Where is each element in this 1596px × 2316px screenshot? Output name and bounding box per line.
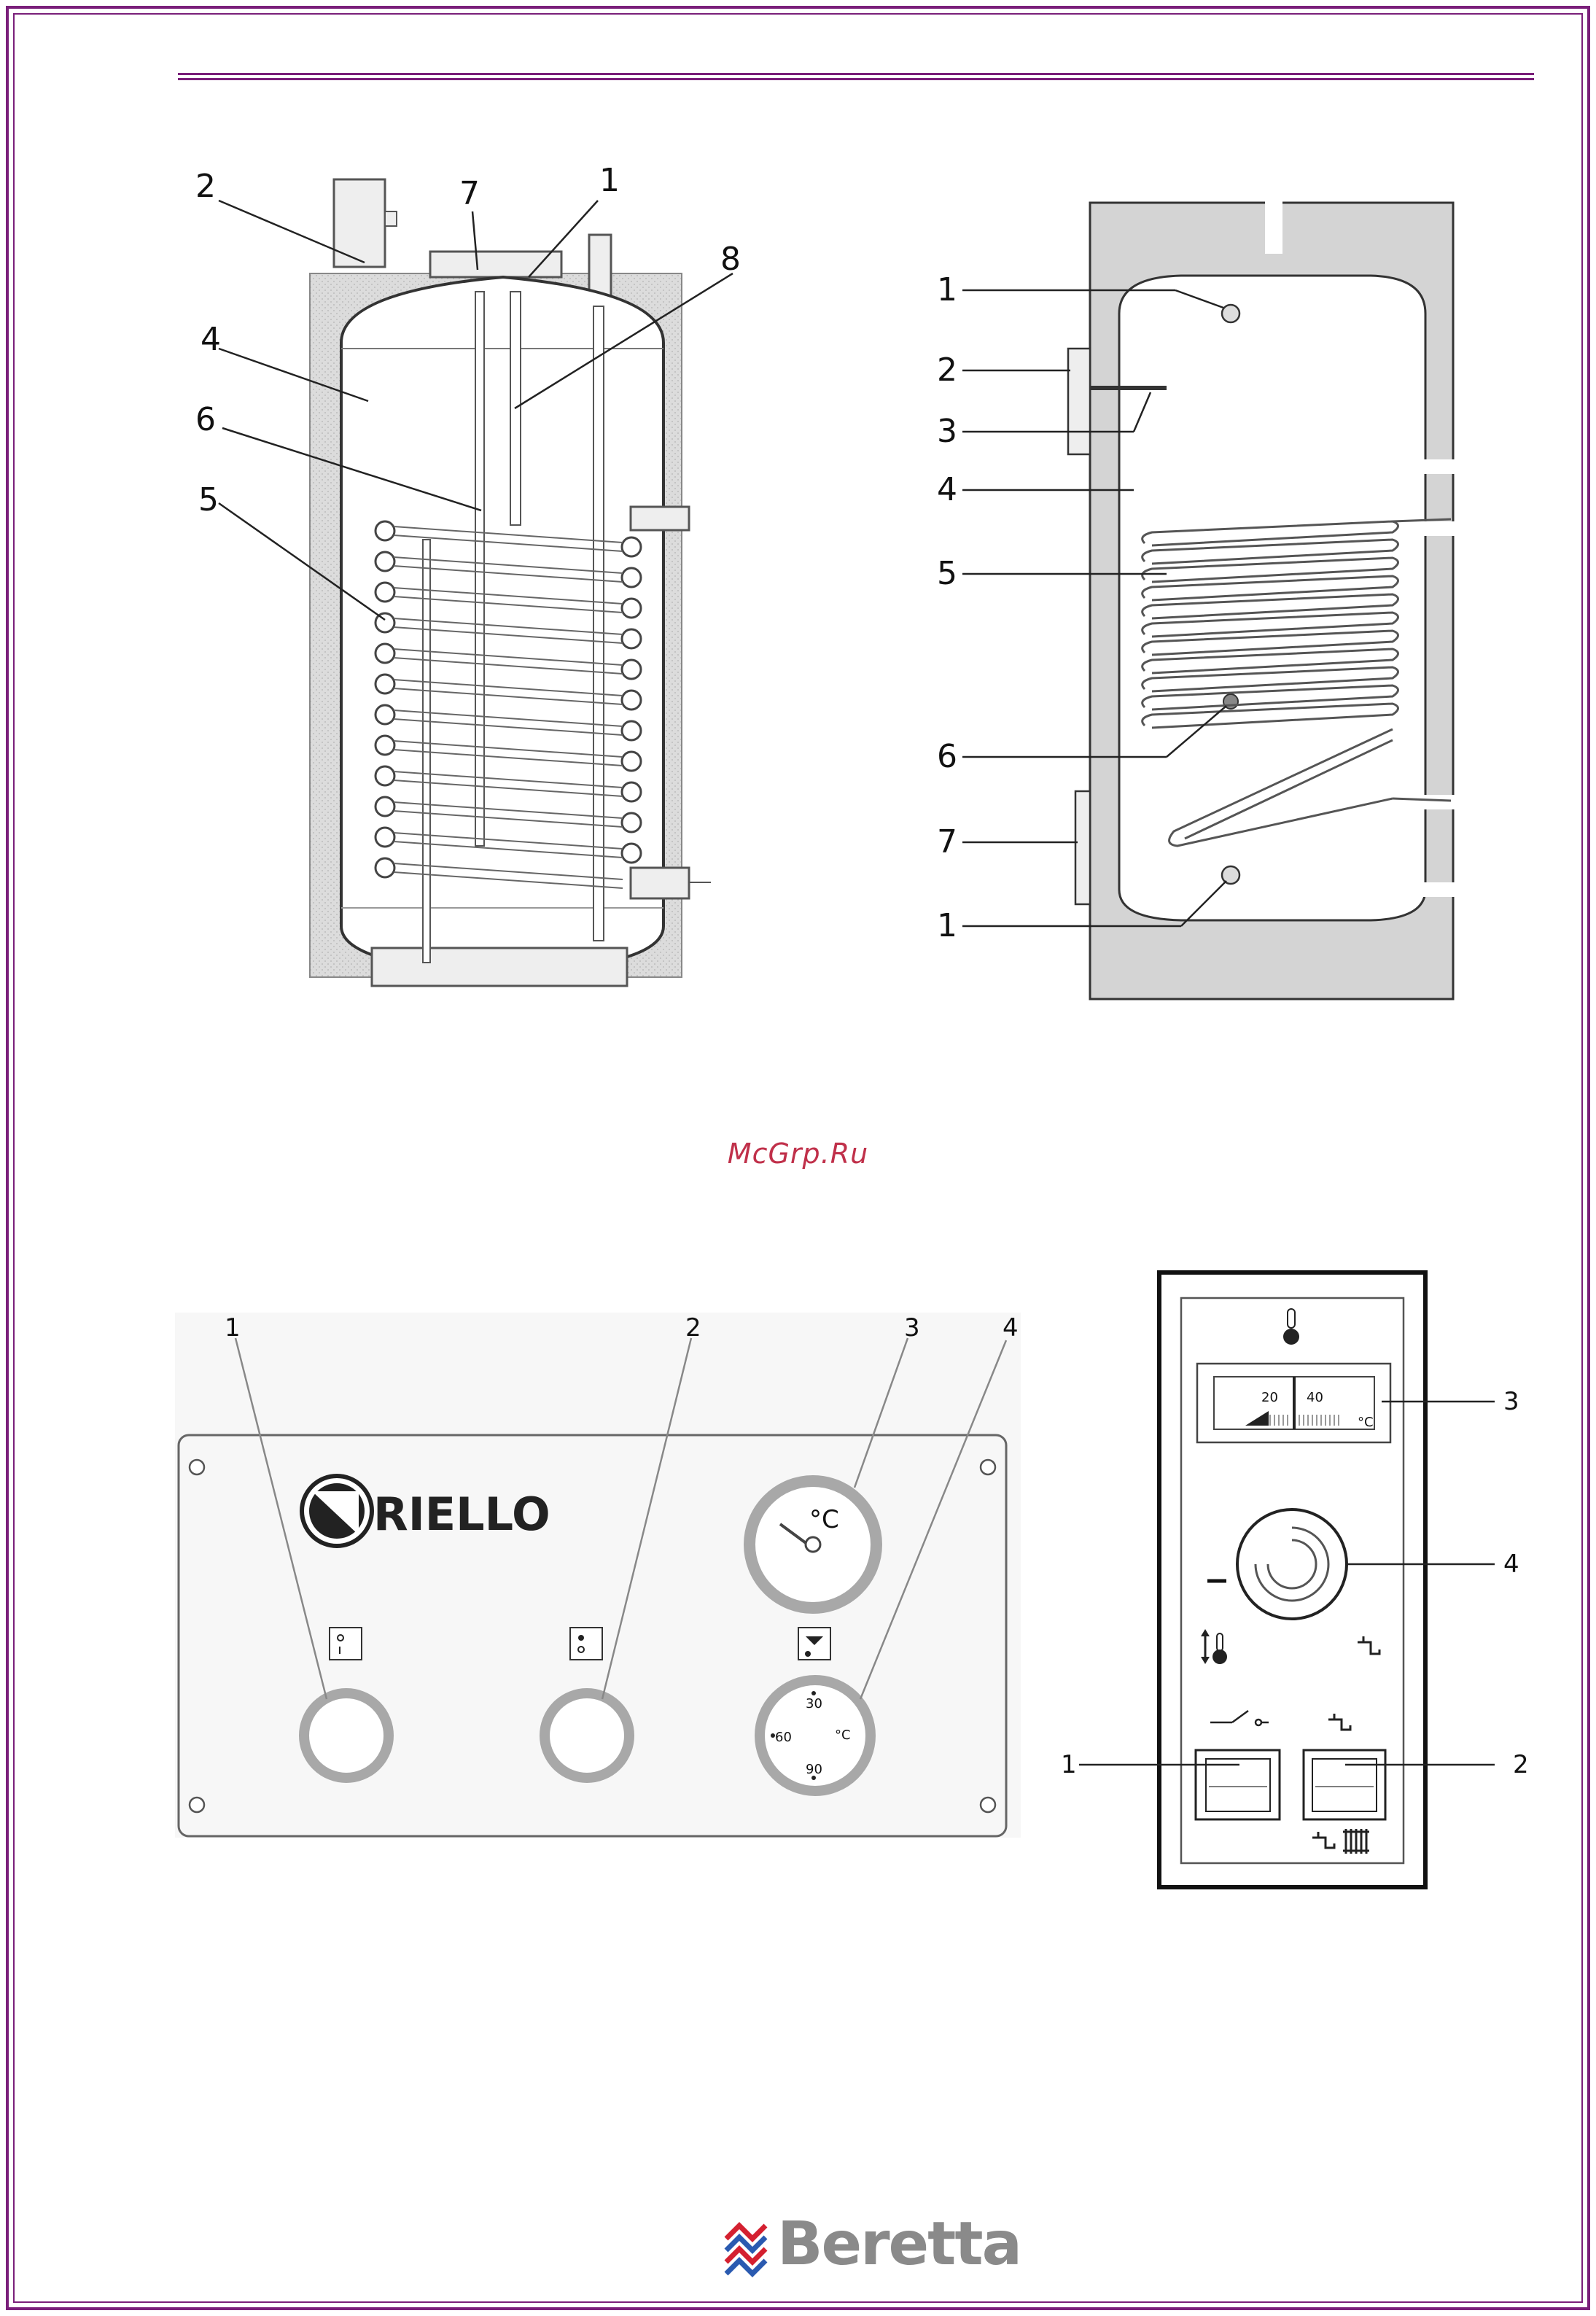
thermo-tick-20: 20 — [1261, 1390, 1278, 1405]
fig2-label-7: 7 — [937, 823, 957, 860]
fig2-label-1-top: 1 — [937, 271, 957, 308]
fig2-label-5: 5 — [937, 555, 957, 592]
fig2-label-1-bottom: 1 — [937, 907, 957, 944]
dial-unit: °C — [835, 1728, 851, 1743]
gauge-unit: °C — [809, 1505, 839, 1534]
fig1-label-8: 8 — [720, 241, 741, 278]
beretta-logo-text: Beretta — [777, 2210, 1021, 2279]
fig1-label-4: 4 — [201, 321, 221, 358]
thermo-tick-40: 40 — [1307, 1390, 1323, 1405]
fig3-label-1: 1 — [225, 1313, 241, 1342]
fig1-label-6: 6 — [195, 401, 216, 438]
fig2-label-3: 3 — [937, 413, 957, 450]
tank-cutaway-figure: 2 4 6 5 7 1 8 — [195, 162, 741, 986]
fig3-label-4: 4 — [1003, 1313, 1019, 1342]
fig2-label-4: 4 — [937, 471, 957, 508]
fig2-label-2: 2 — [937, 351, 957, 389]
riello-control-panel-figure: RIELLO °C 30 60 90 °C — [175, 1313, 1021, 1838]
fig4-label-4: 4 — [1503, 1550, 1519, 1579]
fig1-label-1: 1 — [599, 162, 620, 199]
fig3-label-3: 3 — [904, 1313, 920, 1342]
dial-mark-30: 30 — [806, 1696, 822, 1711]
fig3-label-2: 2 — [685, 1313, 701, 1342]
fig1-label-2: 2 — [195, 168, 216, 205]
vertical-control-panel-figure: 20 40 °C — [1061, 1272, 1529, 1887]
fig4-label-1: 1 — [1061, 1750, 1077, 1779]
thermo-unit: °C — [1358, 1415, 1374, 1430]
fig2-label-6: 6 — [937, 738, 957, 775]
beretta-logo: Beretta — [722, 2210, 955, 2282]
dial-mark-60: 60 — [775, 1730, 792, 1745]
fig1-label-5: 5 — [198, 481, 219, 518]
fig4-label-3: 3 — [1503, 1387, 1519, 1416]
watermark-text: McGrp.Ru — [0, 1138, 1596, 1170]
fig1-label-7: 7 — [459, 175, 480, 212]
tank-section-figure: 1 2 3 4 5 6 7 1 — [937, 197, 1455, 999]
dial-mark-90: 90 — [806, 1762, 822, 1777]
fig4-label-2: 2 — [1513, 1750, 1529, 1779]
riello-logo-text: RIELLO — [373, 1488, 550, 1541]
